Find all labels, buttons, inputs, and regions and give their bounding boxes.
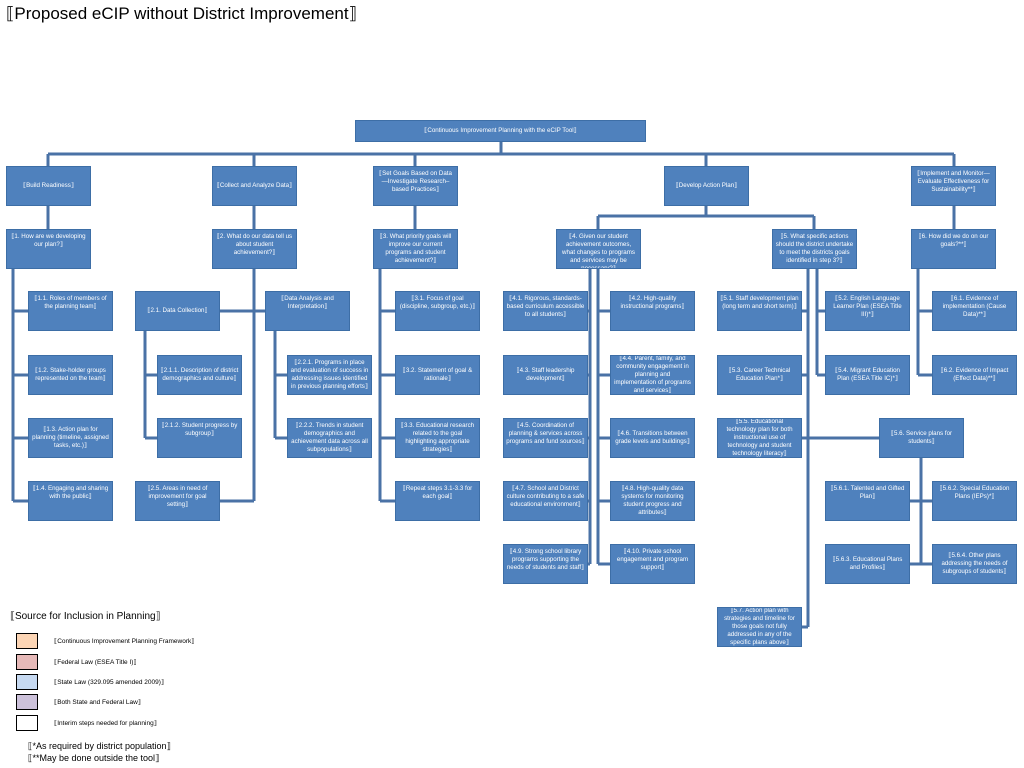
footnote-outside-tool: ⟦**May be done outside the tool⟧ bbox=[28, 753, 160, 763]
legend-swatch bbox=[16, 674, 38, 690]
legend-swatch bbox=[16, 654, 38, 670]
legend-item: ⟦Interim steps needed for planning⟧ bbox=[16, 714, 157, 732]
step-4-9[interactable]: ⟦4.9. Strong school library programs sup… bbox=[503, 544, 588, 584]
step-2-2-1[interactable]: ⟦2.2.1. Programs in place and evaluation… bbox=[287, 355, 372, 395]
step-5-4[interactable]: ⟦5.4. Migrant Education Plan (ESEA Title… bbox=[825, 355, 910, 395]
step-6-1[interactable]: ⟦6.1. Evidence of implementation (Cause … bbox=[932, 291, 1017, 331]
question-2[interactable]: ⟦2. What do our data tell us about stude… bbox=[212, 229, 297, 269]
step-1-1[interactable]: ⟦1.1. Roles of members of the planning t… bbox=[28, 291, 113, 331]
step-4-3[interactable]: ⟦4.3. Staff leadership development⟧ bbox=[503, 355, 588, 395]
legend-item: ⟦Both State and Federal Law⟧ bbox=[16, 693, 141, 711]
step-5-2[interactable]: ⟦5.2. English Language Learner Plan (ESE… bbox=[825, 291, 910, 331]
step-1-4[interactable]: ⟦1.4. Engaging and sharing with the publ… bbox=[28, 481, 113, 521]
step-2-1-1[interactable]: ⟦2.1.1. Description of district demograp… bbox=[157, 355, 242, 395]
step-4-8[interactable]: ⟦4.8. High-quality data systems for moni… bbox=[610, 481, 695, 521]
step-5-6-1[interactable]: ⟦5.6.1. Talented and Gifted Plan⟧ bbox=[825, 481, 910, 521]
legend-label: ⟦State Law (329.095 amended 2009)⟧ bbox=[54, 679, 165, 686]
legend-label: ⟦Continuous Improvement Planning Framewo… bbox=[54, 638, 195, 645]
stage-set-goals[interactable]: ⟦Set Goals Based on Data—Investigate Res… bbox=[373, 166, 458, 206]
step-1-2[interactable]: ⟦1.2. Stake-holder groups represented on… bbox=[28, 355, 113, 395]
step-5-7[interactable]: ⟦5.7. Action plan with strategies and ti… bbox=[717, 607, 802, 647]
step-6-2[interactable]: ⟦6.2. Evidence of Impact (Effect Data)**… bbox=[932, 355, 1017, 395]
step-1-3[interactable]: ⟦1.3. Action plan for planning (timeline… bbox=[28, 418, 113, 458]
legend-swatch bbox=[16, 633, 38, 649]
legend-swatch bbox=[16, 694, 38, 710]
legend-item: ⟦Federal Law (ESEA Title I)⟧ bbox=[16, 653, 137, 671]
step-4-7[interactable]: ⟦4.7. School and District culture contri… bbox=[503, 481, 588, 521]
step-2-1-data-collection[interactable]: ⟦2.1. Data Collection⟧ bbox=[135, 291, 220, 331]
step-4-6[interactable]: ⟦4.6. Transitions between grade levels a… bbox=[610, 418, 695, 458]
step-5-6-3[interactable]: ⟦5.6.3. Educational Plans and Profiles⟧ bbox=[825, 544, 910, 584]
legend-item: ⟦Continuous Improvement Planning Framewo… bbox=[16, 632, 194, 650]
question-3[interactable]: ⟦3. What priority goals will improve our… bbox=[373, 229, 458, 269]
step-2-5[interactable]: ⟦2.5. Areas in need of improvement for g… bbox=[135, 481, 220, 521]
legend-label: ⟦Interim steps needed for planning⟧ bbox=[54, 720, 157, 727]
stage-collect-analyze-data[interactable]: ⟦Collect and Analyze Data⟧ bbox=[212, 166, 297, 206]
page-title: ⟦Proposed eCIP without District Improvem… bbox=[6, 4, 357, 23]
footnote-required: ⟦*As required by district population⟧ bbox=[28, 741, 171, 751]
step-4-4[interactable]: ⟦4.4. Parent, family, and community enga… bbox=[610, 355, 695, 395]
step-3-1[interactable]: ⟦3.1. Focus of goal (discipline, subgrou… bbox=[395, 291, 480, 331]
legend-label: ⟦Federal Law (ESEA Title I)⟧ bbox=[54, 659, 137, 666]
step-5-6-service-plans[interactable]: ⟦5.6. Service plans for students⟧ bbox=[879, 418, 964, 458]
step-4-1[interactable]: ⟦4.1. Rigorous, standards-based curricul… bbox=[503, 291, 588, 331]
step-5-3[interactable]: ⟦5.3. Career Technical Education Plan*⟧ bbox=[717, 355, 802, 395]
step-3-repeat[interactable]: ⟦Repeat steps 3.1-3.3 for each goal⟧ bbox=[395, 481, 480, 521]
root-node[interactable]: ⟦Continuous Improvement Planning with th… bbox=[355, 120, 646, 142]
step-3-2[interactable]: ⟦3.2. Statement of goal & rationale⟧ bbox=[395, 355, 480, 395]
question-6[interactable]: ⟦6. How did we do on our goals?**⟧ bbox=[911, 229, 996, 269]
step-3-3[interactable]: ⟦3.3. Educational research related to th… bbox=[395, 418, 480, 458]
question-1[interactable]: ⟦1. How are we developing our plan?⟧ bbox=[6, 229, 91, 269]
legend-title: ⟦Source for Inclusion in Planning⟧ bbox=[10, 611, 161, 622]
step-4-2[interactable]: ⟦4.2. High-quality instructional program… bbox=[610, 291, 695, 331]
step-5-5[interactable]: ⟦5.5. Educational technology plan for bo… bbox=[717, 418, 802, 458]
legend-swatch bbox=[16, 715, 38, 731]
stage-develop-action-plan[interactable]: ⟦Develop Action Plan⟧ bbox=[664, 166, 749, 206]
step-5-6-2[interactable]: ⟦5.6.2. Special Education Plans (IEPs)*⟧ bbox=[932, 481, 1017, 521]
stage-build-readiness[interactable]: ⟦Build Readiness⟧ bbox=[6, 166, 91, 206]
step-4-10[interactable]: ⟦4.10. Private school engagement and pro… bbox=[610, 544, 695, 584]
step-5-6-4[interactable]: ⟦5.6.4. Other plans addressing the needs… bbox=[932, 544, 1017, 584]
question-4[interactable]: ⟦4. Given our student achievement outcom… bbox=[556, 229, 641, 269]
step-2-1-2[interactable]: ⟦2.1.2. Student progress by subgroup⟧ bbox=[157, 418, 242, 458]
legend-item: ⟦State Law (329.095 amended 2009)⟧ bbox=[16, 673, 164, 691]
question-5[interactable]: ⟦5. What specific actions should the dis… bbox=[772, 229, 857, 269]
step-5-1[interactable]: ⟦5.1. Staff development plan (long term … bbox=[717, 291, 802, 331]
stage-implement-monitor[interactable]: ⟦Implement and Monitor—Evaluate Effectiv… bbox=[911, 166, 996, 206]
step-2-2-2[interactable]: ⟦2.2.2. Trends in student demographics a… bbox=[287, 418, 372, 458]
legend-label: ⟦Both State and Federal Law⟧ bbox=[54, 699, 142, 706]
step-2-2-analysis[interactable]: ⟦Data Analysis and Interpretation⟧ bbox=[265, 291, 350, 331]
step-4-5[interactable]: ⟦4.5. Coordination of planning & service… bbox=[503, 418, 588, 458]
